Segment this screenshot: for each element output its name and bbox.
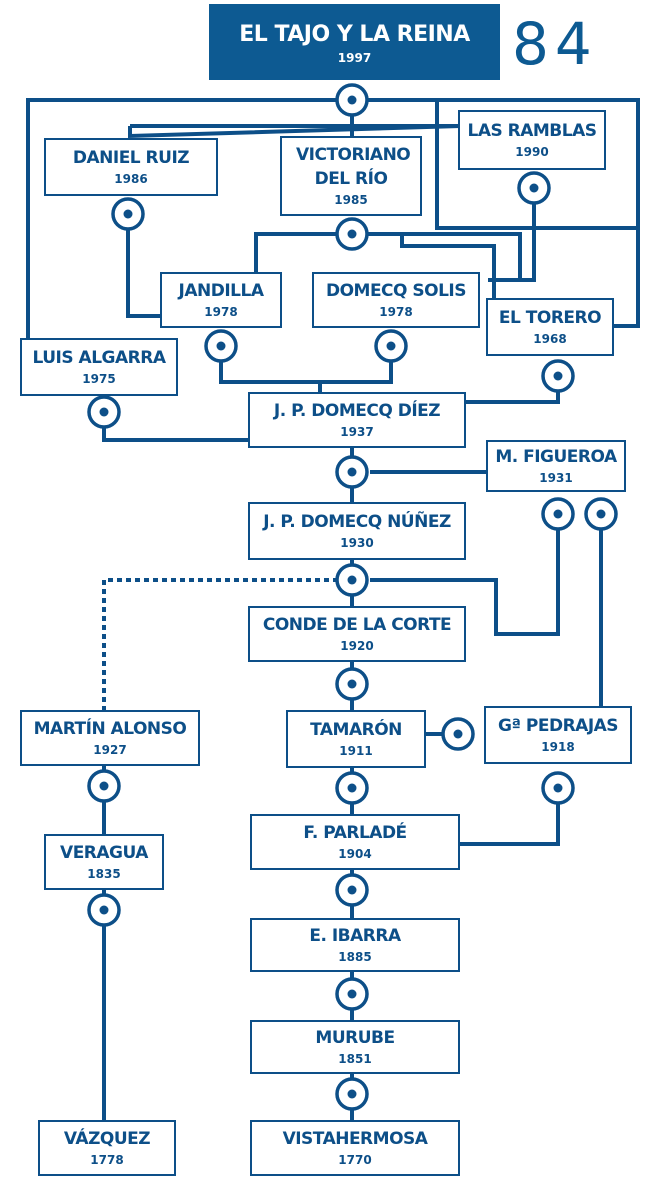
node-vistahermosa: VISTAHERMOSA 1770 <box>250 1120 460 1176</box>
node-name: MARTÍN ALONSO <box>33 719 187 739</box>
node-year: 1904 <box>338 847 372 861</box>
title-text: EL TAJO Y LA REINA <box>239 22 470 47</box>
node-el-torero: EL TORERO 1968 <box>486 298 614 356</box>
node-victoriano: VICTORIANO DEL RÍO 1985 <box>280 136 422 216</box>
node-year: 1978 <box>379 305 413 319</box>
node-name: MURUBE <box>315 1028 395 1048</box>
node-jp-domecq-nunez: J. P. DOMECQ NÚÑEZ 1930 <box>248 502 466 560</box>
node-vazquez: VÁZQUEZ 1778 <box>38 1120 176 1176</box>
node-year: 1851 <box>338 1052 372 1066</box>
node-year: 1990 <box>515 145 549 159</box>
node-year: 1968 <box>533 332 567 346</box>
node-year: 1927 <box>93 743 127 757</box>
node-name: EL TORERO <box>498 308 602 328</box>
title-banner: EL TAJO Y LA REINA 1997 <box>209 4 500 80</box>
node-murube: MURUBE 1851 <box>250 1020 460 1074</box>
title-year: 1997 <box>337 51 372 65</box>
node-year: 1986 <box>114 172 148 186</box>
node-name: TAMARÓN <box>310 720 402 740</box>
node-las-ramblas: LAS RAMBLAS 1990 <box>458 110 606 170</box>
node-name: DOMECQ SOLIS <box>325 281 467 301</box>
node-ga-pedrajas: Gª PEDRAJAS 1918 <box>484 706 632 764</box>
node-year: 1975 <box>82 372 116 386</box>
node-name: F. PARLADÉ <box>303 823 407 843</box>
node-year: 1930 <box>340 536 374 550</box>
node-year: 1911 <box>339 744 373 758</box>
node-name: VÁZQUEZ <box>63 1129 151 1149</box>
node-year: 1931 <box>539 471 573 485</box>
node-year: 1985 <box>334 193 368 207</box>
node-year: 1920 <box>340 639 374 653</box>
node-name: LUIS ALGARRA <box>32 348 166 368</box>
node-name: LAS RAMBLAS <box>467 121 597 141</box>
node-year: 1778 <box>90 1153 124 1167</box>
node-year: 1885 <box>338 950 372 964</box>
node-jandilla: JANDILLA 1978 <box>160 272 282 328</box>
node-name: VISTAHERMOSA <box>282 1129 428 1149</box>
node-name: VICTORIANO DEL RÍO <box>296 145 411 189</box>
node-name: E. IBARRA <box>309 926 401 946</box>
node-luis-algarra: LUIS ALGARRA 1975 <box>20 338 178 396</box>
node-e-ibarra: E. IBARRA 1885 <box>250 918 460 972</box>
page-number: 84 <box>512 10 598 78</box>
node-f-parlade: F. PARLADÉ 1904 <box>250 814 460 870</box>
node-veragua: VERAGUA 1835 <box>44 834 164 890</box>
node-year: 1937 <box>340 425 374 439</box>
node-name: J. P. DOMECQ NÚÑEZ <box>263 512 451 532</box>
node-name: Gª PEDRAJAS <box>497 716 619 736</box>
node-daniel-ruiz: DANIEL RUIZ 1986 <box>44 138 218 196</box>
node-tamaron: TAMARÓN 1911 <box>286 710 426 768</box>
node-name: J. P. DOMECQ DÍEZ <box>273 401 441 421</box>
node-name: JANDILLA <box>178 281 264 301</box>
node-year: 1978 <box>204 305 238 319</box>
node-martin-alonso: MARTÍN ALONSO 1927 <box>20 710 200 766</box>
node-conde-de-la-corte: CONDE DE LA CORTE 1920 <box>248 606 466 662</box>
node-name: CONDE DE LA CORTE <box>262 615 452 635</box>
node-m-figueroa: M. FIGUEROA 1931 <box>486 440 626 492</box>
node-name: VERAGUA <box>60 843 148 863</box>
node-name: DANIEL RUIZ <box>72 148 190 168</box>
node-year: 1918 <box>541 740 575 754</box>
node-jp-domecq-diez: J. P. DOMECQ DÍEZ 1937 <box>248 392 466 448</box>
node-name: M. FIGUEROA <box>495 447 617 467</box>
node-year: 1835 <box>87 867 121 881</box>
node-year: 1770 <box>338 1153 372 1167</box>
node-domecq-solis: DOMECQ SOLIS 1978 <box>312 272 480 328</box>
